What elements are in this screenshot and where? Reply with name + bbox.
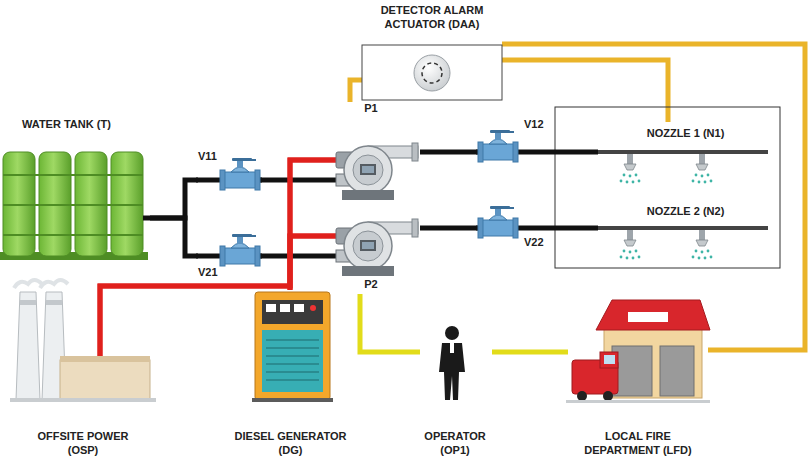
water-pipe [420, 150, 478, 155]
valve-box: V11 [198, 150, 260, 192]
valve-box: V12 [478, 118, 560, 164]
generator-box: DIESEL GENERATOR (DG) [228, 290, 355, 462]
fire-station [566, 300, 710, 403]
power-box: OFFSITE POWER (OSP) [8, 356, 158, 462]
operator-figure [439, 326, 465, 400]
nozzle-box: NOZZLE 2 (N2) [598, 200, 773, 262]
signal-line [350, 80, 362, 102]
power-line [290, 160, 336, 290]
water-pipe [420, 226, 478, 231]
power-line [290, 236, 336, 290]
node-label: V21 [198, 266, 228, 280]
node-label: OPERATOR (OP1) [420, 430, 490, 458]
water-tank [0, 152, 150, 260]
node-label: LOCAL FIRE DEPARTMENT (LFD) [573, 430, 703, 458]
node-label: V22 [524, 236, 558, 250]
signal-line [360, 294, 420, 352]
node-label: P1 [356, 102, 386, 116]
operator-box: OPERATOR (OP1) [420, 322, 492, 462]
node-label: P2 [356, 278, 386, 292]
water-pipe [560, 226, 598, 231]
power-plant [10, 280, 156, 402]
water-pipe [560, 150, 598, 155]
valve-box: V21 [198, 226, 260, 282]
signal-line [492, 350, 568, 355]
node-label: OFFSITE POWER (OSP) [28, 430, 138, 458]
node-label: NOZZLE 2 (N2) [618, 205, 753, 219]
node-label: DETECTOR ALARM ACTUATOR (DAA) [372, 4, 492, 32]
water-pipe [150, 180, 198, 218]
node-label: DIESEL GENERATOR (DG) [228, 430, 353, 458]
diesel-generator [252, 292, 333, 402]
node-label: V11 [198, 150, 228, 164]
smoke-detector [414, 55, 450, 91]
valve-box: V22 [478, 198, 560, 252]
nozzle-region [555, 107, 780, 268]
nozzle-pipe [598, 150, 768, 259]
node-label: V12 [524, 118, 558, 132]
water-pipe [150, 218, 198, 256]
node-label: WATER TANK (T) [22, 118, 142, 132]
water-pipe [260, 254, 336, 259]
pump-box: P1 [336, 102, 420, 198]
signal-line [502, 60, 668, 122]
nozzle-box: NOZZLE 1 (N1) [598, 122, 773, 184]
detector-box: DETECTOR ALARM ACTUATOR (DAA) [362, 2, 502, 100]
fire-dept-box: LOCAL FIRE DEPARTMENT (LFD) [568, 290, 708, 462]
daa-box [362, 45, 502, 100]
signal-line [502, 44, 805, 350]
tank-label: WATER TANK (T) [0, 118, 150, 260]
water-pipe [260, 178, 336, 183]
pump [336, 143, 418, 276]
pump-box: P2 [336, 210, 420, 294]
node-label: NOZZLE 1 (N1) [618, 127, 753, 141]
